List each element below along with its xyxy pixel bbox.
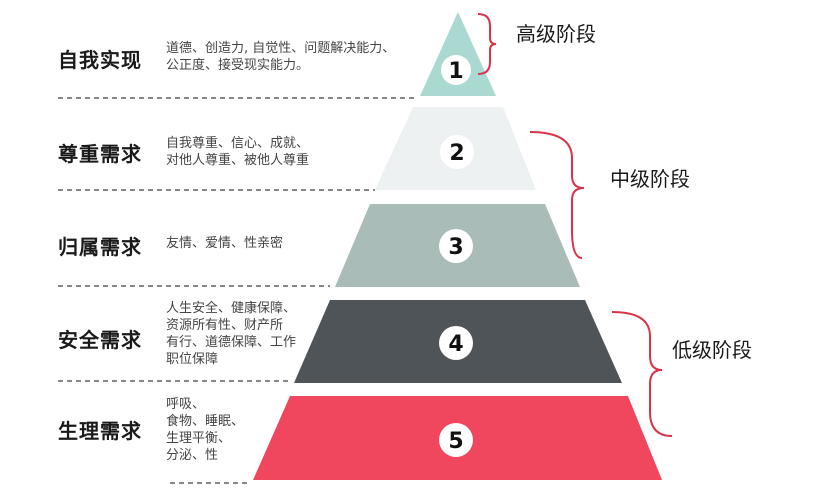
number-badge-3: 3 (439, 229, 473, 263)
level-4-description: 人生安全、健康保障、 资源所有性、财产所 有行、道德保障、工作 职位保障 (166, 301, 297, 367)
tier-1 (420, 12, 496, 96)
level-1-description: 道德、创造力, 自觉性、问题解决能力、 公正度、接受现实能力。 (166, 41, 396, 73)
number-badge-5: 5 (439, 423, 473, 457)
svg-text:2: 2 (449, 141, 464, 166)
stage-label-high: 高级阶段 (516, 22, 596, 46)
svg-text:3: 3 (448, 235, 463, 260)
svg-text:4: 4 (448, 332, 463, 357)
bracket-high (477, 13, 497, 75)
level-1-title: 自我实现 (58, 48, 142, 72)
stage-label-low: 低级阶段 (672, 338, 752, 362)
stage-label-mid: 中级阶段 (610, 167, 690, 191)
level-5-description: 呼吸、 食物、睡眠、 生理平衡、 分泌、性 (166, 397, 245, 463)
number-badge-2: 2 (440, 135, 474, 169)
level-2-description: 自我尊重、信心、成就、 对他人尊重、被他人尊重 (166, 136, 310, 168)
number-badge-1: 1 (441, 55, 471, 85)
bracket-low (611, 311, 673, 437)
svg-text:1: 1 (448, 59, 463, 84)
level-2-title: 尊重需求 (58, 142, 142, 166)
level-3-description: 友情、爱情、性亲密 (166, 236, 284, 251)
number-badge-4: 4 (439, 326, 473, 360)
bracket-mid (529, 131, 585, 259)
level-5-title: 生理需求 (58, 419, 142, 443)
svg-text:5: 5 (448, 429, 463, 454)
level-4-title: 安全需求 (58, 328, 142, 352)
level-3-title: 归属需求 (58, 235, 142, 259)
